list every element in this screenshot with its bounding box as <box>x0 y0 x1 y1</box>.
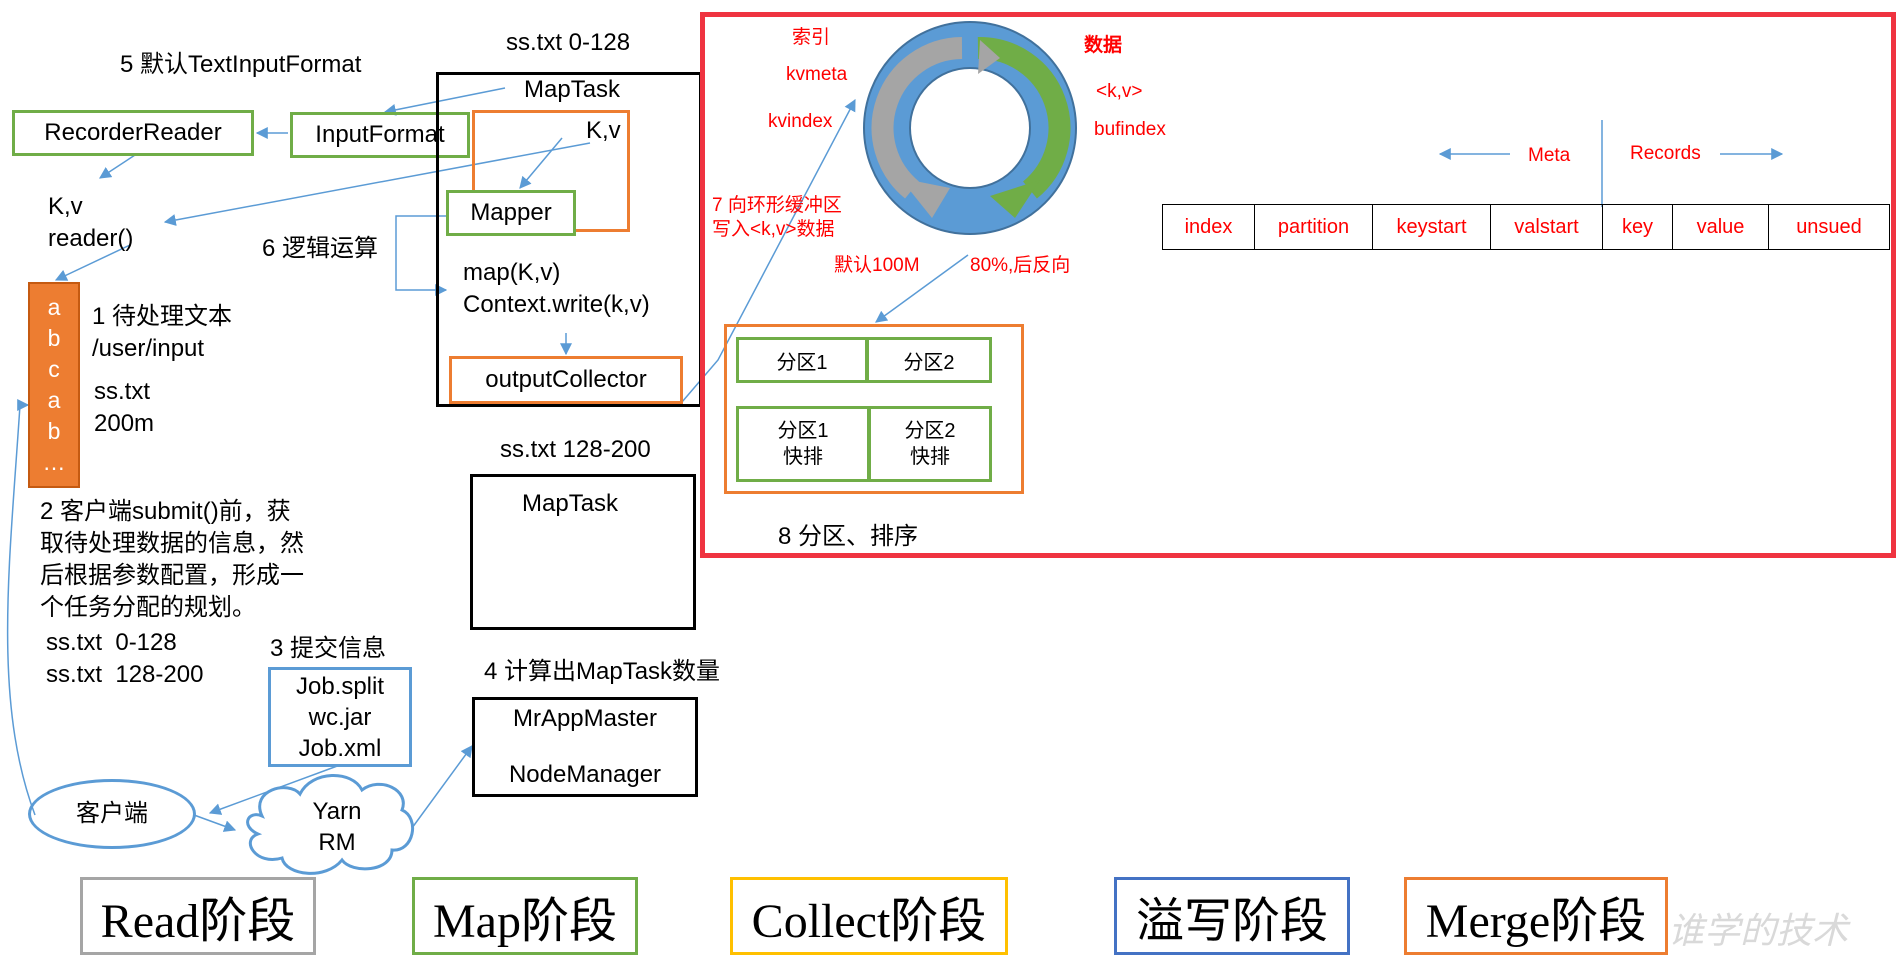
ring-buffer <box>863 21 1077 235</box>
threshold-label: 80%,后反向 <box>970 255 1071 276</box>
map-call-label: map(K,v) <box>463 259 561 286</box>
input-file-block: a b c a b … <box>28 282 80 488</box>
sorted-partition-2-cell: 分区2 快排 <box>868 406 992 482</box>
mapper-box: Mapper <box>446 190 576 236</box>
step3-title: 3 提交信息 <box>270 635 387 662</box>
job-split-label: Job.split <box>295 672 385 700</box>
split-bottom-label: ss.txt 128-200 <box>500 436 651 463</box>
file-char-3: c <box>48 356 60 382</box>
yarn-cloud <box>246 774 414 875</box>
record-field-unsued: unsued <box>1796 215 1862 238</box>
client-node: 客户端 <box>28 779 196 849</box>
bufindex-label: bufindex <box>1094 119 1166 140</box>
split-top-label: ss.txt 0-128 <box>506 29 631 56</box>
phase-collect: Collect阶段 <box>730 877 1008 955</box>
phase-read: Read阶段 <box>80 877 316 955</box>
sorted-partition-2-note: 快排 <box>910 446 950 468</box>
wc-jar-label: wc.jar <box>308 703 372 731</box>
record-layout-table: index partition keystart valstart key va… <box>1162 204 1890 250</box>
record-field-keystart: keystart <box>1373 205 1491 249</box>
watermark-text: 谁学的技术 <box>1668 911 1849 952</box>
phase-spill: 溢写阶段 <box>1114 877 1350 955</box>
file-char-5: b <box>47 418 61 444</box>
maptask-bottom-title: MapTask <box>522 490 619 517</box>
yarn-rm-label: Yarn RM <box>282 796 392 858</box>
yarn-label: Yarn <box>312 798 362 825</box>
kvmeta-label: kvmeta <box>786 64 848 85</box>
meta-label: Meta <box>1528 145 1571 166</box>
plan-line-1: ss.txt 0-128 <box>46 629 177 656</box>
partition-2-cell: 分区2 <box>866 337 992 383</box>
step2-line-3: 后根据参数配置，形成一 <box>40 562 304 589</box>
job-files-box: Job.split wc.jar Job.xml <box>268 667 412 767</box>
context-write-label: Context.write(k,v) <box>463 291 650 318</box>
records-label: Records <box>1630 143 1701 164</box>
step2-line-2: 取待处理数据的信息，然 <box>40 530 304 557</box>
step4-label: 4 计算出MapTask数量 <box>484 658 721 685</box>
step7-line-1: 7 向环形缓冲区 <box>712 195 842 216</box>
output-collector-box: outputCollector <box>449 356 683 404</box>
app-master-box: MrAppMaster NodeManager <box>472 697 698 797</box>
step5-label: 5 默认TextInputFormat <box>120 51 362 78</box>
buffer-index-label: 索引 <box>792 27 831 48</box>
partition-1-cell: 分区1 <box>736 337 868 383</box>
record-field-index: index <box>1163 205 1255 249</box>
rm-label: RM <box>318 829 356 856</box>
step2-line-1: 2 客户端submit()前，获 <box>40 498 291 525</box>
step8-label: 8 分区、排序 <box>778 523 919 550</box>
job-xml-label: Job.xml <box>298 734 382 762</box>
step7-line-2: 写入<k,v>数据 <box>712 219 835 240</box>
buffer-data-label: 数据 <box>1084 35 1123 56</box>
default-size-label: 默认100M <box>834 255 920 276</box>
maptask-kv-label: K,v <box>586 117 621 144</box>
phase-merge: Merge阶段 <box>1404 877 1668 955</box>
file-char-6: … <box>42 449 66 475</box>
sorted-partition-1-cell: 分区1 快排 <box>736 406 870 482</box>
file-char-4: a <box>47 387 61 413</box>
mr-app-master-label: MrAppMaster <box>512 705 658 732</box>
record-field-key: key <box>1603 205 1673 249</box>
file-char-2: b <box>47 325 61 351</box>
kv-pair-label: <k,v> <box>1096 81 1143 102</box>
reader-kv-label: K,v <box>48 193 83 220</box>
record-field-valstart: valstart <box>1491 205 1603 249</box>
step1-file: ss.txt <box>94 378 151 405</box>
node-manager-label: NodeManager <box>508 761 662 788</box>
sorted-partition-1-name: 分区1 <box>777 420 829 442</box>
input-format-box: InputFormat <box>290 112 470 158</box>
maptask-bottom-box <box>470 474 696 630</box>
record-field-partition: partition <box>1255 205 1373 249</box>
partition-sort-box <box>724 324 1024 494</box>
sorted-partition-2-name: 分区2 <box>904 420 956 442</box>
plan-line-2: ss.txt 128-200 <box>46 661 204 688</box>
phase-map: Map阶段 <box>412 877 638 955</box>
step1-size: 200m <box>94 410 155 437</box>
step1-path: /user/input <box>92 335 205 362</box>
maptask-top-title: MapTask <box>524 76 621 103</box>
recorder-reader-box: RecorderReader <box>12 110 254 156</box>
step2-line-4: 个任务分配的规划。 <box>40 594 256 621</box>
sorted-partition-1-note: 快排 <box>783 446 823 468</box>
step6-label: 6 逻辑运算 <box>262 235 379 262</box>
file-char-1: a <box>47 294 61 320</box>
record-field-value: value <box>1673 205 1769 249</box>
kvindex-label: kvindex <box>768 111 833 132</box>
reader-call-label: reader() <box>48 225 134 252</box>
step1-title: 1 待处理文本 <box>92 303 233 330</box>
collect-region <box>700 12 1896 558</box>
